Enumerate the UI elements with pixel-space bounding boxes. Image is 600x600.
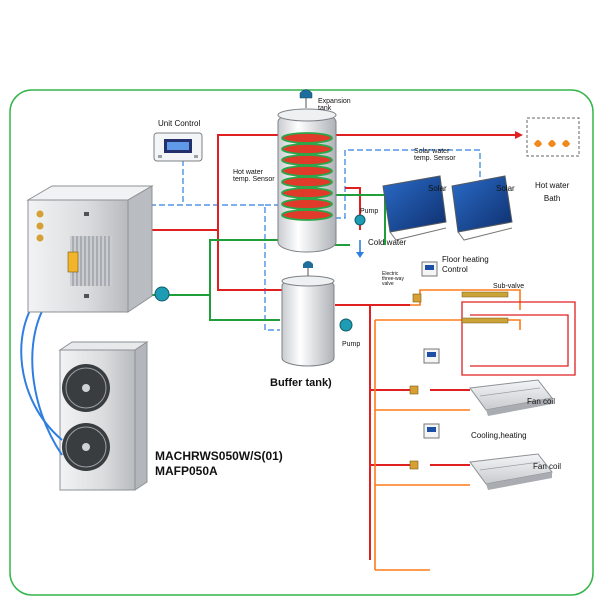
solar-panel-right (451, 175, 513, 241)
solar-panel-left (382, 175, 447, 241)
solar-water-temp-sensor-label: Solar water temp. Sensor (414, 148, 456, 162)
outdoor-unit (58, 341, 149, 491)
hot-water-temp-sensor-label: Hot water temp. Sensor (233, 169, 275, 183)
sub-valve-label: Sub-valve (493, 283, 525, 290)
hot-water-tank (277, 108, 337, 253)
cooling-heating-label: Cooling,heating (471, 431, 527, 440)
electric-three-way-valve (412, 293, 422, 303)
fan-coil-valve-1 (409, 385, 419, 395)
cold-water-inlet (356, 240, 364, 258)
fan-coil-valve-2 (409, 460, 419, 470)
pump-upper-label: Pump (360, 208, 379, 215)
unit-control-panel[interactable] (153, 132, 203, 162)
pump-left (154, 286, 170, 302)
cold-water-label: Cold water (368, 238, 407, 247)
refrigerant-lines (20, 294, 63, 456)
fan-coil-2-label: Fan coil (533, 462, 562, 471)
secondary-loops (374, 289, 521, 571)
indoor-heat-pump-unit (26, 185, 154, 313)
floor-heating-loops (461, 301, 576, 376)
heating-coil (281, 132, 333, 221)
pump-lower (339, 318, 353, 332)
fan-coil-1-label: Fan coil (527, 397, 556, 406)
pump-lower-label: Pump (342, 341, 361, 348)
warning-label (67, 251, 79, 273)
solar-panel-left-label: Solar (428, 184, 447, 193)
model-outdoor-label: MAFP050A (155, 464, 218, 478)
buffer-tank-label: Buffer tank) (270, 377, 332, 389)
solar-panel-right-label: Solar (496, 184, 515, 193)
electric-three-way-valve-label: Electric three-way valve (382, 271, 404, 287)
diagram-frame (9, 89, 594, 596)
model-indoor-label: MACHRWS050W/S(01) (155, 449, 283, 463)
floor-heating-thermostat[interactable] (421, 261, 438, 277)
fan-coil-thermostat-1[interactable] (423, 348, 440, 364)
pump-upper (354, 214, 366, 226)
expansion-tank (299, 89, 313, 108)
sub-valve-manifold (461, 291, 509, 324)
hot-water-bath (440, 117, 580, 157)
fan-coil-unit-2 (469, 453, 553, 490)
hot-water-bath-label: Hot water Bath (535, 181, 570, 203)
expansion-tank-label: Expansion tank (318, 98, 351, 112)
floor-heating-control-label: Floor heating Control (442, 255, 489, 274)
unit-control-label: Unit Control (158, 119, 201, 128)
buffer-tank (281, 261, 335, 367)
fan-coil-thermostat-2[interactable] (423, 423, 440, 439)
fan-coil-unit-1 (469, 379, 553, 416)
